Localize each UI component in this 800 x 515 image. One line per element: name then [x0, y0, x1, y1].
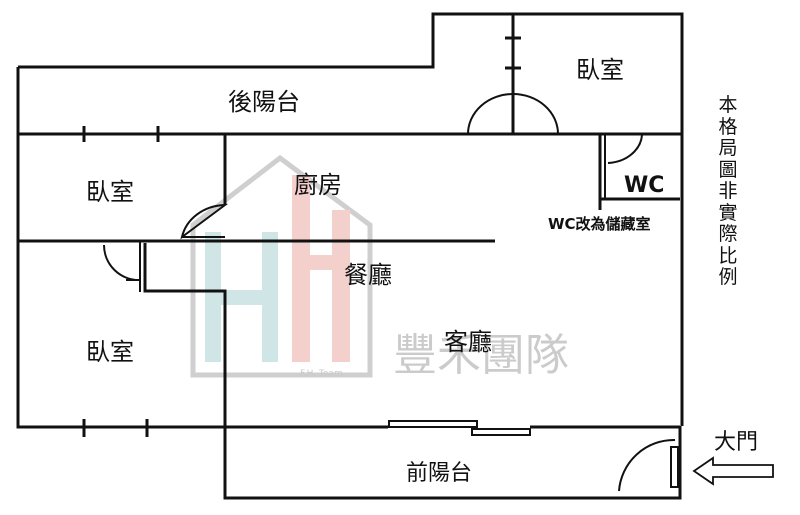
room-bedroom-top-right: 臥室 — [576, 56, 624, 84]
outer-wall-top — [18, 12, 684, 426]
room-living: 客廳 — [444, 328, 492, 356]
outer-wall — [16, 67, 682, 500]
watermark-english: F.H. Team — [300, 369, 343, 379]
room-bedroom-left-lower: 臥室 — [86, 338, 134, 366]
windows — [82, 36, 531, 437]
front-door — [618, 438, 676, 492]
doors — [103, 93, 679, 492]
bedroom-door — [103, 244, 141, 282]
wc-door — [607, 134, 643, 164]
room-dining: 餐廳 — [344, 261, 392, 289]
room-back-balcony: 後陽台 — [228, 88, 300, 116]
scale-disclaimer: 本格局圖非實際比例 — [718, 94, 738, 288]
wc-note: WC改為儲藏室 — [548, 215, 651, 233]
kitchen-door — [180, 203, 229, 240]
watermark-logo: F.H. Team — [190, 154, 373, 379]
room-wc: WC — [624, 173, 664, 198]
walls — [16, 12, 684, 500]
entrance-label: 大門 — [714, 430, 759, 455]
room-kitchen: 廚房 — [294, 171, 342, 199]
room-front-balcony: 前陽台 — [406, 461, 472, 486]
room-bedroom-left-upper: 臥室 — [86, 178, 134, 206]
entrance-arrow-icon — [692, 456, 774, 486]
watermark-team-name: 豐禾團隊 — [393, 330, 569, 381]
